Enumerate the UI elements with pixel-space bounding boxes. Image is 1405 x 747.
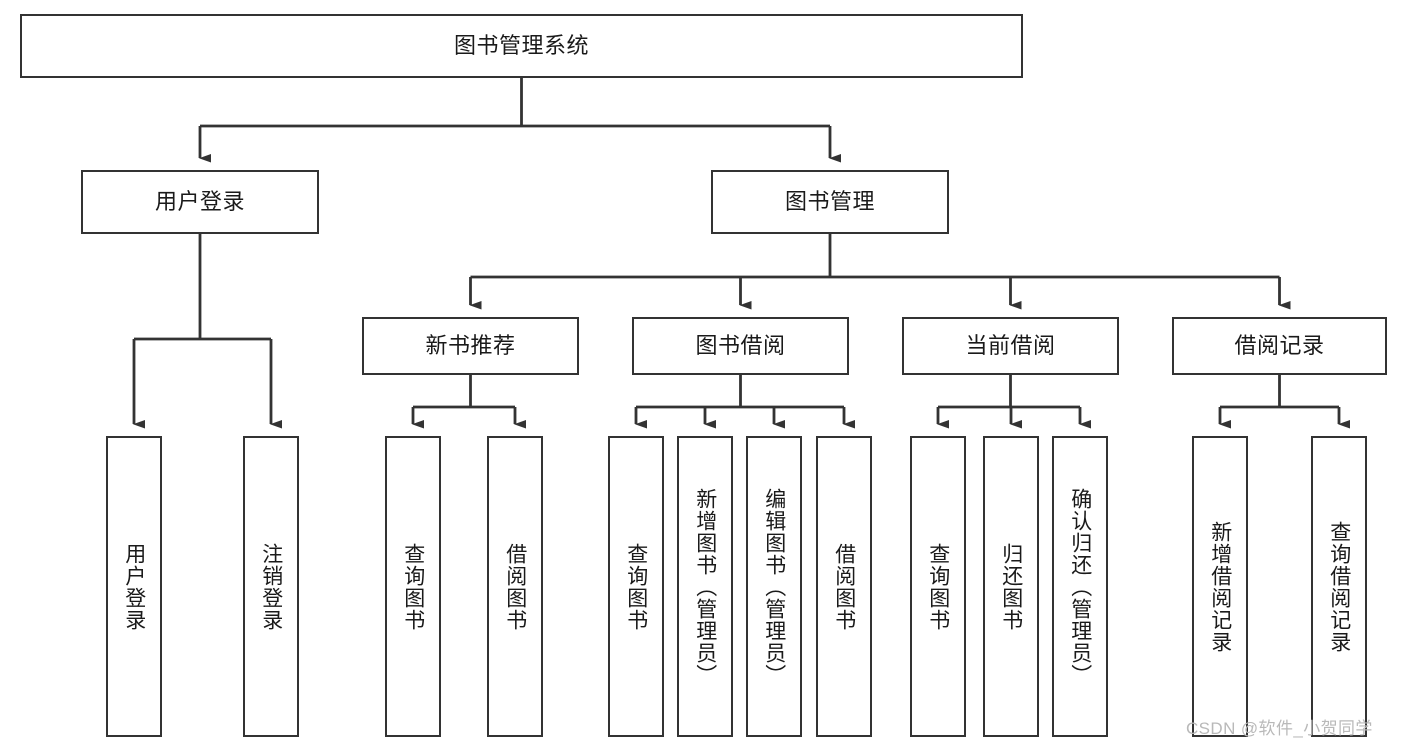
node-label: 图书管理 <box>784 188 875 214</box>
node-bookmgmt[interactable]: 图书管理 <box>711 170 949 234</box>
node-label: 查询图书 <box>926 542 950 631</box>
node-l12[interactable]: 新增借阅记录 <box>1192 436 1248 737</box>
node-label: 图书管理系统 <box>453 32 589 58</box>
watermark-text: CSDN @软件_小贺同学 <box>1186 719 1373 738</box>
node-l11[interactable]: 确认归还（管理员） <box>1052 436 1108 737</box>
node-label: 图书借阅 <box>695 332 786 358</box>
node-borrow[interactable]: 图书借阅 <box>632 317 849 375</box>
node-label: 归还图书 <box>999 542 1023 631</box>
node-login[interactable]: 用户登录 <box>81 170 319 234</box>
node-label: 新增图书（管理员） <box>693 487 717 686</box>
node-label: 查询借阅记录 <box>1327 520 1351 653</box>
node-l10[interactable]: 归还图书 <box>983 436 1039 737</box>
node-l6[interactable]: 新增图书（管理员） <box>677 436 733 737</box>
node-root[interactable]: 图书管理系统 <box>20 14 1023 78</box>
node-label: 借阅图书 <box>503 542 527 631</box>
node-label: 当前借阅 <box>965 332 1056 358</box>
node-label: 确认归还（管理员） <box>1068 487 1092 686</box>
node-label: 用户登录 <box>122 542 146 631</box>
node-l8[interactable]: 借阅图书 <box>816 436 872 737</box>
node-label: 查询图书 <box>401 542 425 631</box>
node-l1[interactable]: 用户登录 <box>106 436 162 737</box>
node-label: 新书推荐 <box>425 332 516 358</box>
node-l2[interactable]: 注销登录 <box>243 436 299 737</box>
node-l3[interactable]: 查询图书 <box>385 436 441 737</box>
node-label: 注销登录 <box>259 542 283 631</box>
node-label: 借阅图书 <box>832 542 856 631</box>
node-l5[interactable]: 查询图书 <box>608 436 664 737</box>
node-record[interactable]: 借阅记录 <box>1172 317 1387 375</box>
node-l7[interactable]: 编辑图书（管理员） <box>746 436 802 737</box>
node-label: 借阅记录 <box>1234 332 1325 358</box>
node-newbook[interactable]: 新书推荐 <box>362 317 579 375</box>
node-label: 新增借阅记录 <box>1208 520 1232 653</box>
node-label: 查询图书 <box>624 542 648 631</box>
node-l4[interactable]: 借阅图书 <box>487 436 543 737</box>
node-label: 用户登录 <box>154 188 245 214</box>
node-l13[interactable]: 查询借阅记录 <box>1311 436 1367 737</box>
node-label: 编辑图书（管理员） <box>762 487 786 686</box>
node-l9[interactable]: 查询图书 <box>910 436 966 737</box>
node-current[interactable]: 当前借阅 <box>902 317 1119 375</box>
